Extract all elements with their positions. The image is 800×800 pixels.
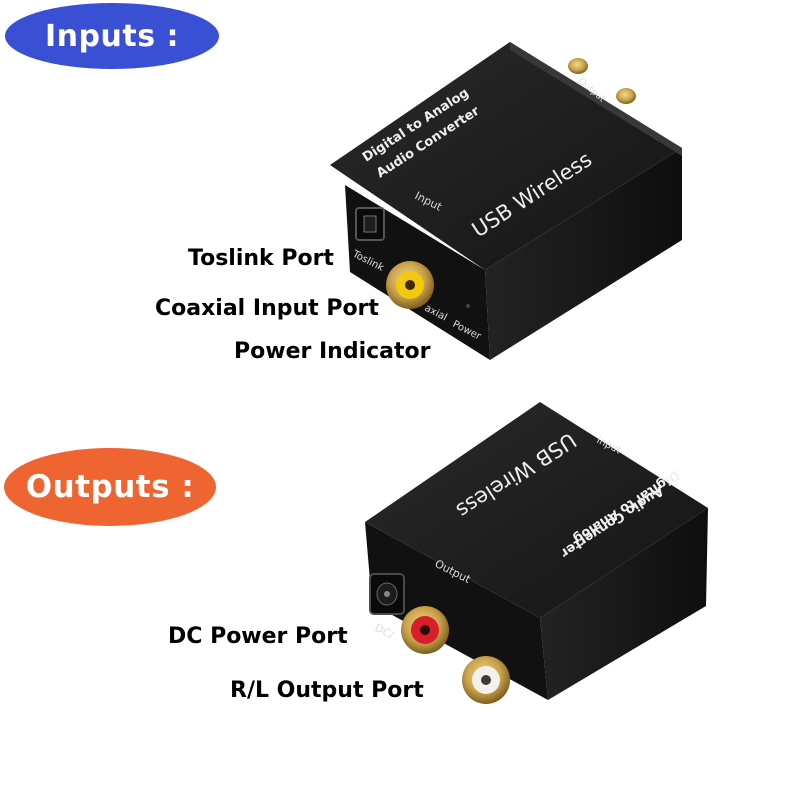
bottom-dc-label: DC/ xyxy=(373,621,397,642)
l-output-jack xyxy=(462,656,510,704)
inputs-badge-label: Inputs : xyxy=(45,18,179,54)
coaxial-input-port-callout: Coaxial Input Port xyxy=(155,296,379,321)
converter-device-top: Digital to Analog Audio Converter USB Wi… xyxy=(330,42,682,360)
coaxial-input-port xyxy=(386,261,434,309)
rear-output-jacks xyxy=(568,58,636,104)
outputs-badge: Outputs : xyxy=(4,448,216,526)
dc-power-port xyxy=(369,573,405,615)
rl-output-port-callout: R/L Output Port xyxy=(230,678,424,703)
dc-power-port-callout: DC Power Port xyxy=(168,624,348,649)
power-indicator-callout: Power Indicator xyxy=(234,339,431,364)
converter-device-bottom: Digital to Analog Audio Converter USB Wi… xyxy=(365,402,708,704)
toslink-port xyxy=(355,207,385,241)
outputs-badge-label: Outputs : xyxy=(25,469,195,505)
r-output-jack xyxy=(401,606,449,654)
toslink-port-callout: Toslink Port xyxy=(188,246,334,271)
power-indicator-led xyxy=(466,304,470,308)
inputs-badge: Inputs : xyxy=(5,3,219,69)
